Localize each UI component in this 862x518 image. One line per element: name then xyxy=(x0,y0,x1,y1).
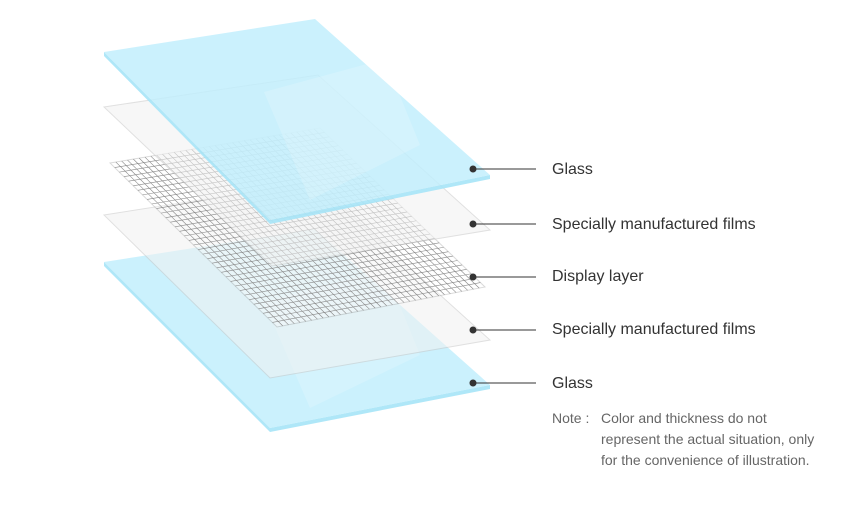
note-text: Color and thickness do not represent the… xyxy=(601,410,815,468)
grid-line xyxy=(244,255,453,296)
note-key: Note : xyxy=(552,410,590,426)
leader-dot xyxy=(469,326,477,334)
grid-line xyxy=(249,260,458,300)
leader-dot xyxy=(469,379,477,387)
grid-line xyxy=(258,269,467,310)
grid-line xyxy=(263,273,472,314)
glass-pane xyxy=(104,19,490,220)
grid-line xyxy=(230,242,440,282)
grid-line xyxy=(235,246,444,287)
label-film-top: Specially manufactured films xyxy=(552,216,756,233)
leader-dot xyxy=(469,273,477,281)
grid-line xyxy=(239,251,449,291)
label-glass-top: Glass xyxy=(552,161,593,178)
note: Note : Color and thickness do not repres… xyxy=(552,408,821,471)
label-film-bottom: Specially manufactured films xyxy=(552,321,756,338)
label-display-layer: Display layer xyxy=(552,268,644,285)
grid-line xyxy=(253,264,463,305)
leader-dot xyxy=(469,165,477,173)
leader-dot xyxy=(469,220,477,228)
grid-line xyxy=(272,282,481,323)
glass-highlight xyxy=(264,59,420,200)
grid-line xyxy=(267,277,476,319)
label-glass-bottom: Glass xyxy=(552,375,593,392)
